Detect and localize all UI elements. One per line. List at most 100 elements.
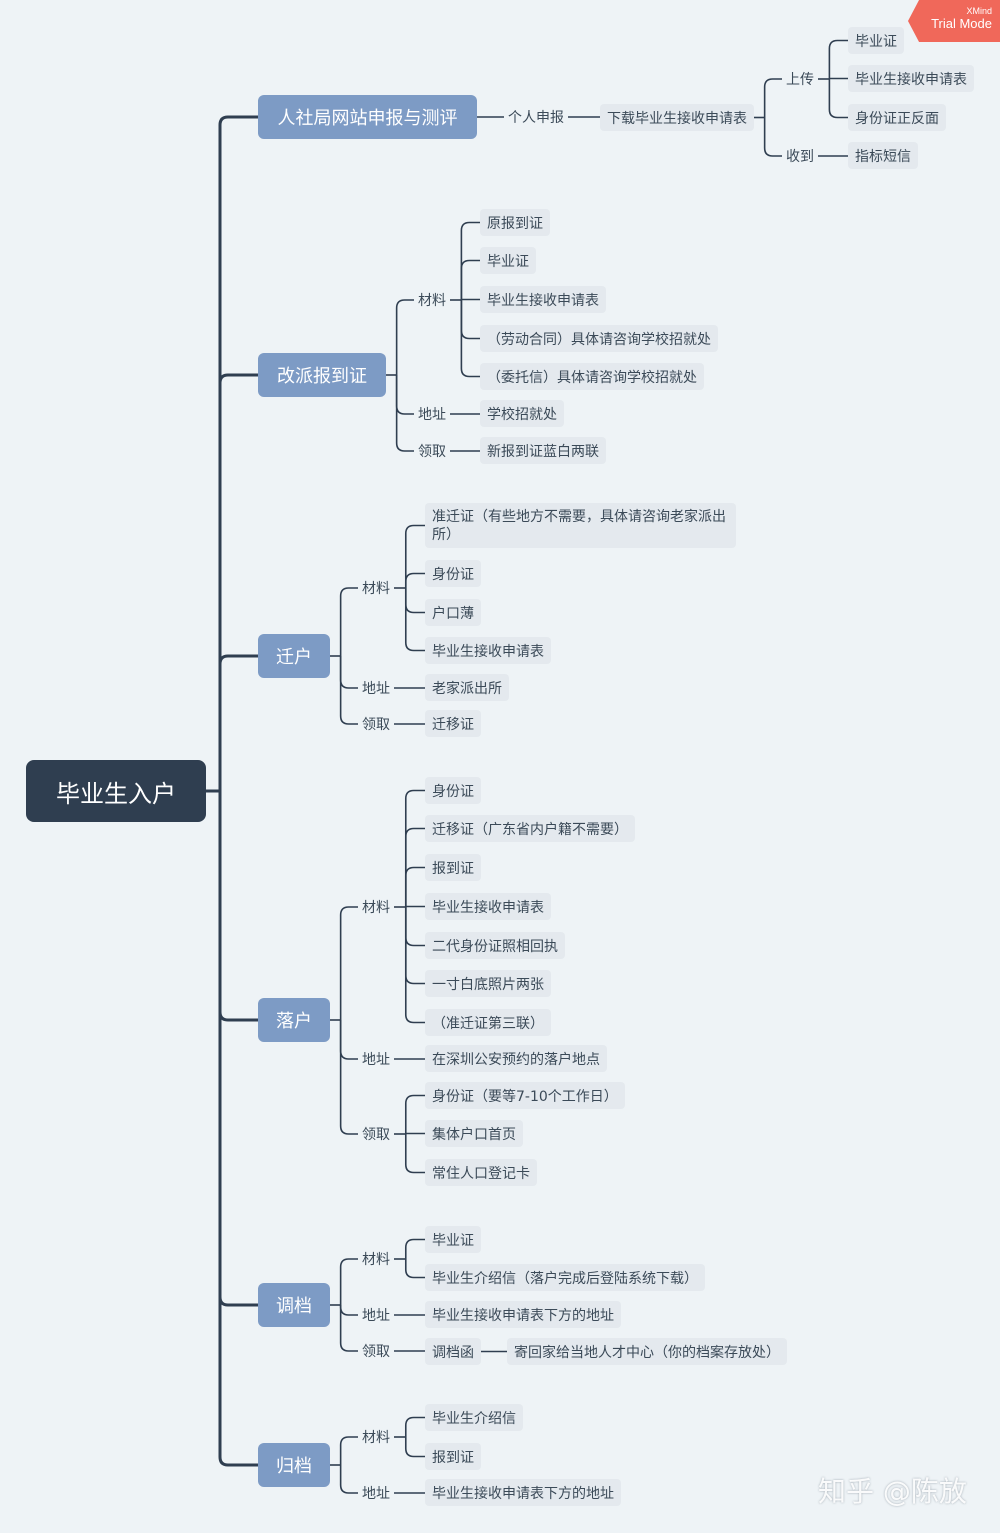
branch-node[interactable]: 迁户 (258, 634, 330, 678)
connector-line (404, 1094, 425, 1134)
connector-line (404, 1416, 425, 1437)
connector-line (404, 1238, 425, 1259)
branch-node[interactable]: 人社局网站申报与测评 (258, 95, 477, 139)
sub-node[interactable]: 领取 (362, 717, 390, 733)
sub-node[interactable]: 材料 (362, 1430, 390, 1446)
leaf-node[interactable]: 毕业生接收申请表 (425, 637, 551, 664)
sub-node[interactable]: 领取 (362, 1127, 390, 1143)
connector-line (763, 78, 782, 118)
connector-line (218, 115, 258, 791)
connector-line (404, 572, 425, 588)
leaf-node[interactable]: 毕业生接收申请表 (425, 893, 551, 920)
leaf-node[interactable]: 毕业生介绍信（落户完成后登陆系统下载） (425, 1264, 705, 1291)
leaf-node[interactable]: 在深圳公安预约的落户地点 (425, 1045, 607, 1072)
leaf-node[interactable]: 毕业生接收申请表下方的地址 (425, 1301, 621, 1328)
connector-line (404, 789, 425, 907)
badge-mode: Trial Mode (931, 16, 992, 31)
sub-node[interactable]: 地址 (362, 681, 390, 697)
sub-node[interactable]: 领取 (418, 444, 446, 460)
leaf-node[interactable]: （委托信）具体请咨询学校招就处 (480, 363, 704, 390)
sub-node[interactable]: 材料 (418, 293, 446, 309)
leaf-node[interactable]: 集体户口首页 (425, 1120, 523, 1147)
leaf-node[interactable]: 二代身份证照相回执 (425, 932, 565, 959)
leaf-node[interactable]: 学校招就处 (480, 400, 564, 427)
sub-node[interactable]: 地址 (418, 407, 446, 423)
connector-line (218, 654, 258, 791)
leaf-node[interactable]: 老家派出所 (425, 674, 509, 701)
leaf-node[interactable]: 毕业证 (848, 27, 904, 54)
connector-line (395, 375, 414, 452)
connector-line (339, 656, 358, 689)
leaf-node[interactable]: 原报到证 (480, 209, 550, 236)
leaf-node[interactable]: 下载毕业生接收申请表 (600, 104, 754, 131)
sub-node[interactable]: 地址 (362, 1486, 390, 1502)
connector-line (460, 259, 480, 300)
connector-line (404, 866, 425, 907)
leaf-node[interactable]: （准迁证第三联） (425, 1009, 551, 1036)
leaf-node[interactable]: 身份证 (425, 560, 481, 587)
leaf-node[interactable]: 迁移证（广东省内户籍不需要） (425, 815, 635, 842)
connector-line (763, 117, 782, 157)
leaf-node[interactable]: 身份证正反面 (848, 104, 946, 131)
leaf-node[interactable]: 调档函 (425, 1338, 481, 1365)
connector-line (218, 791, 258, 1467)
badge-brand: XMind (966, 6, 992, 16)
connector-line (339, 656, 358, 725)
leaf-node[interactable]: 新报到证蓝白两联 (480, 437, 606, 464)
connector-line (395, 375, 414, 415)
branch-node[interactable]: 改派报到证 (258, 353, 386, 397)
connector-line (828, 39, 848, 79)
sub-node[interactable]: 材料 (362, 581, 390, 597)
connector-line (404, 907, 425, 947)
branch-node[interactable]: 调档 (258, 1283, 330, 1327)
connector-line (339, 1436, 358, 1465)
leaf-node[interactable]: 户口薄 (425, 599, 481, 626)
watermark: 知乎 @陈放 (818, 1475, 967, 1508)
branch-node[interactable]: 归档 (258, 1443, 330, 1487)
leaf-node[interactable]: 毕业生接收申请表 (848, 65, 974, 92)
leaf-node[interactable]: 常住人口登记卡 (425, 1159, 537, 1186)
branch-node[interactable]: 落户 (258, 998, 330, 1042)
connector-line (404, 524, 425, 588)
connector-line (339, 1020, 358, 1060)
connector-line (339, 1258, 358, 1305)
connector-line (404, 588, 425, 614)
leaf-node[interactable]: 身份证 (425, 777, 481, 804)
leaf-node[interactable]: 寄回家给当地人才中心（你的档案存放处） (507, 1338, 787, 1365)
connector-line (339, 1465, 358, 1494)
connector-line (404, 907, 425, 1024)
leaf-node[interactable]: （劳动合同）具体请咨询学校招就处 (480, 325, 718, 352)
sub-node[interactable]: 领取 (362, 1344, 390, 1360)
sub-node[interactable]: 地址 (362, 1308, 390, 1324)
connector-line (339, 1020, 358, 1135)
connector-line (395, 299, 414, 375)
sub-node[interactable]: 个人申报 (508, 110, 564, 126)
leaf-node[interactable]: 毕业证 (425, 1226, 481, 1253)
leaf-node[interactable]: 报到证 (425, 854, 481, 881)
leaf-node[interactable]: 指标短信 (848, 142, 918, 169)
leaf-node[interactable]: 迁移证 (425, 710, 481, 737)
leaf-node[interactable]: 毕业生接收申请表下方的地址 (425, 1479, 621, 1506)
leaf-node[interactable]: 准迁证（有些地方不需要，具体请咨询老家派出所） (425, 503, 736, 548)
connector-line (339, 1305, 358, 1352)
leaf-node[interactable]: 身份证（要等7-10个工作日） (425, 1082, 625, 1109)
sub-node[interactable]: 上传 (786, 72, 814, 88)
sub-node[interactable]: 收到 (786, 149, 814, 165)
connector-line (339, 587, 358, 656)
sub-node[interactable]: 材料 (362, 900, 390, 916)
leaf-node[interactable]: 报到证 (425, 1443, 481, 1470)
sub-node[interactable]: 地址 (362, 1052, 390, 1068)
leaf-node[interactable]: 毕业生介绍信 (425, 1404, 523, 1431)
sub-node[interactable]: 材料 (362, 1252, 390, 1268)
connector-line (218, 791, 258, 1022)
connector-line (460, 300, 480, 340)
leaf-node[interactable]: 毕业生接收申请表 (480, 286, 606, 313)
leaf-node[interactable]: 毕业证 (480, 247, 536, 274)
leaf-node[interactable]: 一寸白底照片两张 (425, 970, 551, 997)
connector-line (339, 1305, 358, 1316)
connector-line (404, 1259, 425, 1279)
connector-line (218, 791, 258, 1307)
root-node[interactable]: 毕业生入户 (26, 760, 206, 822)
